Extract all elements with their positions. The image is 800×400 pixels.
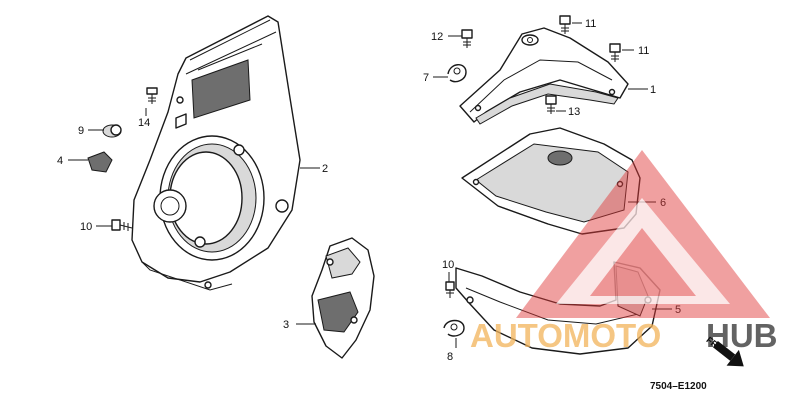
bolt-11-right (609, 43, 621, 62)
bolt-10-left (111, 219, 133, 231)
guard-part-3 (311, 237, 375, 359)
bolt-13 (545, 95, 557, 114)
callout-labels: 1 2 3 4 5 6 7 8 9 10 10 11 11 12 13 14 (57, 18, 681, 363)
callout-2: 2 (322, 163, 328, 175)
diagram-code: 7504–E1200 (650, 381, 707, 392)
callout-10-left: 10 (80, 221, 92, 233)
cover-plate-part-1 (459, 27, 629, 125)
fan-shroud-part-2 (131, 15, 301, 291)
callout-7: 7 (423, 72, 429, 84)
callout-1: 1 (650, 84, 656, 96)
callout-3: 3 (283, 319, 289, 331)
callout-4: 4 (57, 155, 63, 167)
watermark-logo: AUTOMOTO HUB (470, 150, 778, 354)
clip-8 (443, 319, 465, 337)
bolt-14 (146, 87, 158, 104)
clip-7 (447, 64, 467, 83)
grommet-9 (102, 124, 122, 138)
bolt-10-right (445, 281, 455, 298)
callout-5: 5 (675, 304, 681, 316)
bolt-11-top (559, 15, 571, 34)
callout-9: 9 (78, 125, 84, 137)
callout-11-top: 11 (585, 18, 596, 30)
plug-4 (87, 151, 113, 173)
callout-14: 14 (138, 117, 150, 129)
callout-6: 6 (660, 197, 666, 209)
callout-12: 12 (431, 31, 443, 43)
watermark-text-automoto: AUTOMOTO (470, 317, 661, 354)
callout-8: 8 (447, 351, 453, 363)
callout-11-right: 11 (638, 45, 649, 57)
cover-plate-part-6 (461, 127, 641, 235)
callout-13: 13 (568, 106, 580, 118)
callout-10-right: 10 (442, 259, 454, 271)
bolt-12 (461, 29, 473, 48)
